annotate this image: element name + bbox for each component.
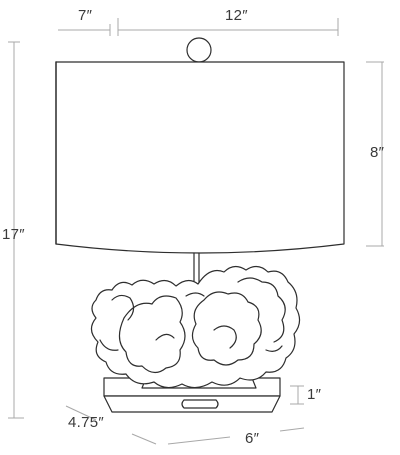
dimension-lines [8, 18, 384, 445]
shade-height-label: 8″ [370, 144, 385, 161]
base-width-dim-line [167, 436, 231, 445]
lamp-illustration [55, 37, 345, 413]
base-depth-dim-line [65, 405, 97, 421]
shade-width-label: 12″ [225, 7, 248, 24]
lamp-shade [55, 61, 345, 254]
base-width-label: 6″ [245, 430, 260, 447]
base-depth-label: 4.75″ [68, 414, 105, 431]
shade-depth-label: 7″ [78, 7, 93, 24]
total-height-label: 17″ [2, 226, 25, 243]
base-height-label: 1″ [307, 386, 322, 403]
coral-body [90, 265, 301, 389]
finial [186, 37, 212, 63]
